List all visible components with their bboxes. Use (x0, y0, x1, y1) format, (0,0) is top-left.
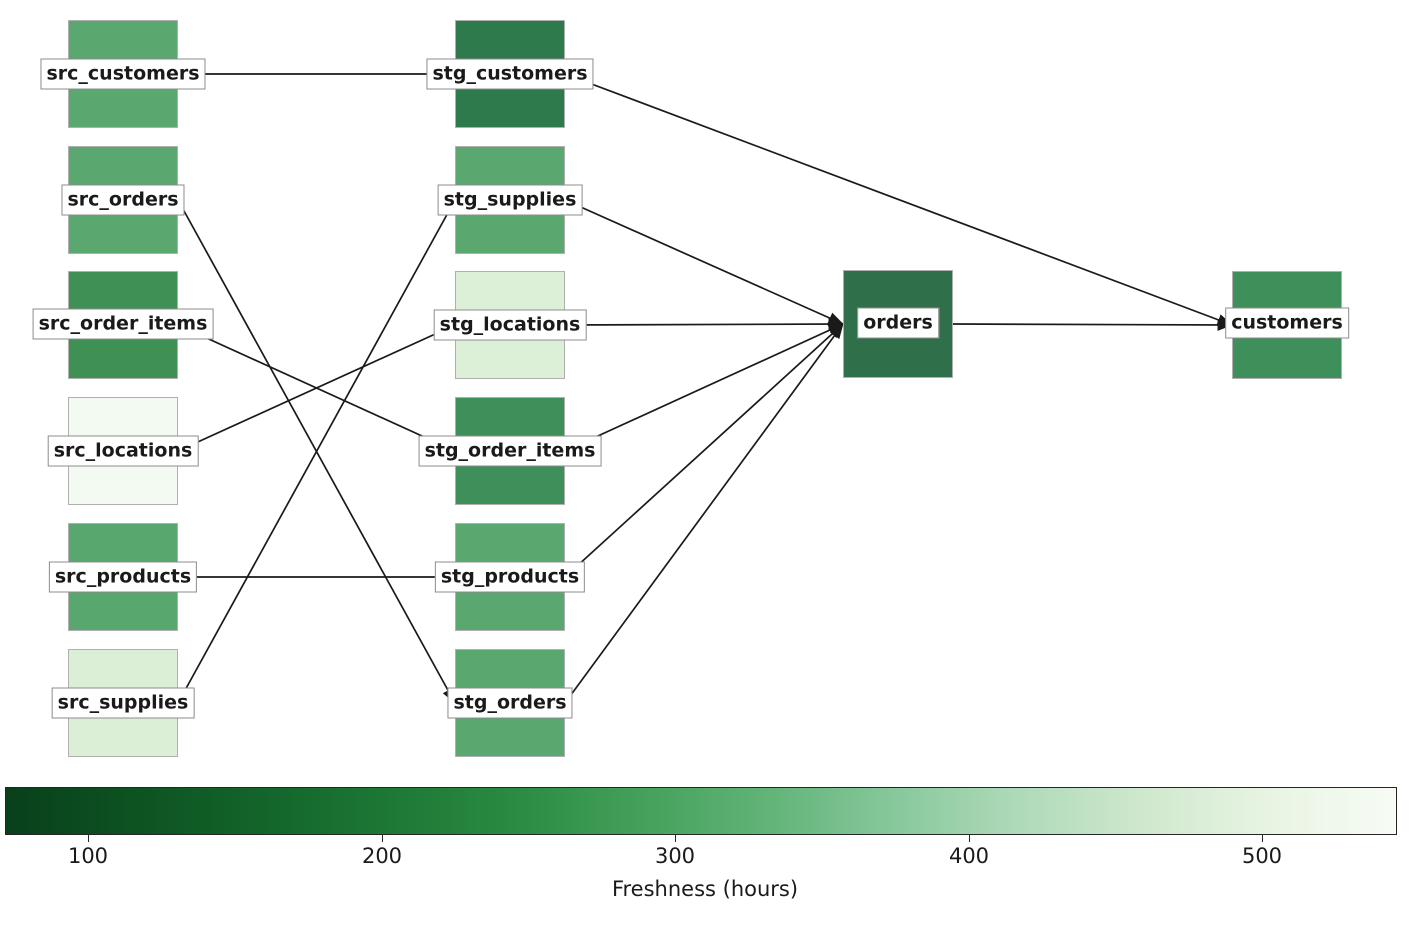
colorbar-tick-label-500: 500 (1241, 844, 1283, 868)
colorbar-tick-mark-100 (88, 835, 89, 842)
colorbar-gradient (5, 787, 1397, 835)
node-label-src_supplies: src_supplies (51, 687, 195, 719)
edge-src_supplies-to-stg_supplies (177, 199, 456, 704)
node-label-customers: customers (1225, 307, 1349, 339)
colorbar-tick-label-100: 100 (67, 844, 109, 868)
colorbar-axis-label: Freshness (hours) (611, 877, 799, 901)
edge-stg_supplies-to-orders (564, 199, 844, 325)
colorbar-tick-label-200: 200 (361, 844, 403, 868)
node-label-stg_supplies: stg_supplies (437, 184, 583, 216)
colorbar-tick-mark-400 (969, 835, 970, 842)
colorbar-tick-label-400: 400 (948, 844, 990, 868)
colorbar-tick-mark-200 (382, 835, 383, 842)
node-label-stg_products: stg_products (434, 561, 586, 593)
colorbar-tick-label-300: 300 (654, 844, 696, 868)
colorbar: 100 200 300 400 500 Freshness (hours) (0, 780, 1410, 926)
edge-layer (177, 73, 1233, 704)
node-label-stg_orders: stg_orders (447, 687, 573, 719)
colorbar-tick-mark-500 (1262, 835, 1263, 842)
edge-stg_products-to-orders (564, 323, 844, 578)
node-label-stg_customers: stg_customers (426, 58, 594, 90)
node-label-orders: orders (857, 307, 939, 339)
node-label-src_orders: src_orders (61, 184, 185, 216)
node-label-src_customers: src_customers (40, 58, 206, 90)
node-label-src_locations: src_locations (47, 435, 199, 467)
node-label-src_products: src_products (48, 561, 198, 593)
node-label-src_order_items: src_order_items (32, 308, 214, 340)
edge-stg_orders-to-orders (564, 323, 844, 704)
edge-src_locations-to-stg_locations (177, 324, 456, 452)
edge-stg_order_items-to-orders (564, 323, 844, 452)
edge-orders-to-customers (952, 318, 1233, 331)
edge-stg_locations-to-orders (564, 318, 844, 331)
node-label-stg_order_items: stg_order_items (418, 435, 602, 467)
colorbar-tick-mark-300 (675, 835, 676, 842)
edge-stg_customers-to-customers (564, 73, 1233, 326)
node-label-stg_locations: stg_locations (433, 309, 587, 341)
